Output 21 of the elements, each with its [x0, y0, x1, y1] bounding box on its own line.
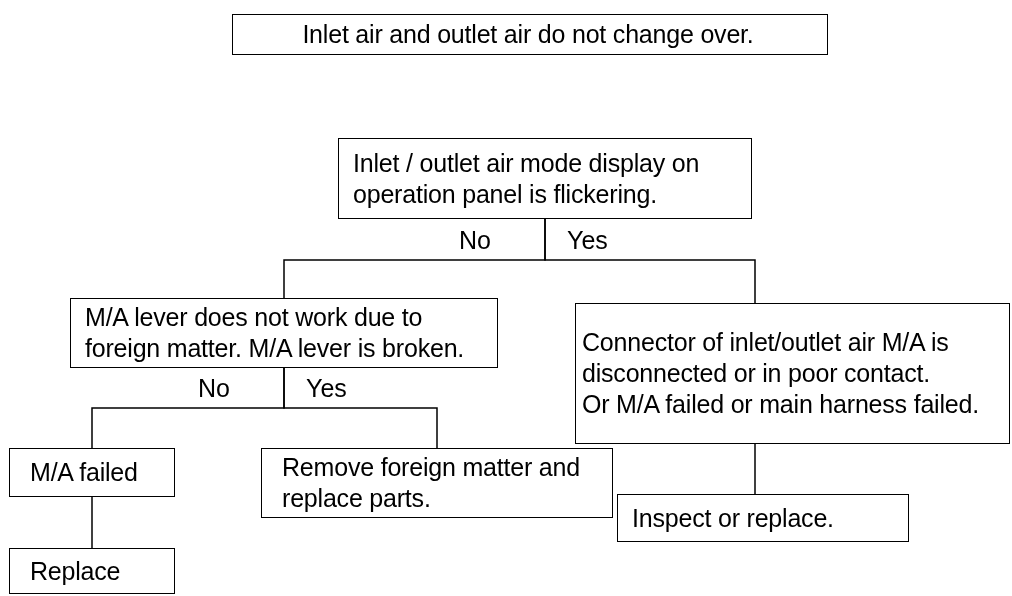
process-box	[338, 138, 752, 219]
connector-line	[91, 496, 93, 549]
process-box	[261, 448, 613, 518]
box-text: Replace	[30, 555, 121, 587]
box-text: Inlet / outlet air mode display on operation panel is flickering.	[353, 147, 701, 210]
process-box	[9, 448, 175, 497]
box-text: Or M/A failed or main harness failed.	[582, 389, 979, 420]
process-box	[9, 548, 175, 594]
process-box	[70, 298, 498, 368]
connector-line	[544, 218, 756, 304]
process-box	[617, 494, 909, 542]
box-text: Inlet air and outlet air do not change over.	[302, 19, 754, 50]
connector-line	[754, 443, 756, 495]
process-box	[575, 303, 1010, 444]
box-text: M/A lever does not work due to foreign matter. M/A lever is broken.	[85, 302, 466, 364]
box-text: Remove foreign matter and replace parts.	[282, 452, 581, 514]
connector-line	[283, 367, 438, 449]
box-text: M/A failed	[30, 457, 138, 488]
box-text: Inspect or replace.	[632, 502, 834, 534]
process-box	[232, 14, 828, 55]
box-text: Connector of inlet/outlet air M/A is disconnected or in poor contact.	[582, 327, 950, 389]
